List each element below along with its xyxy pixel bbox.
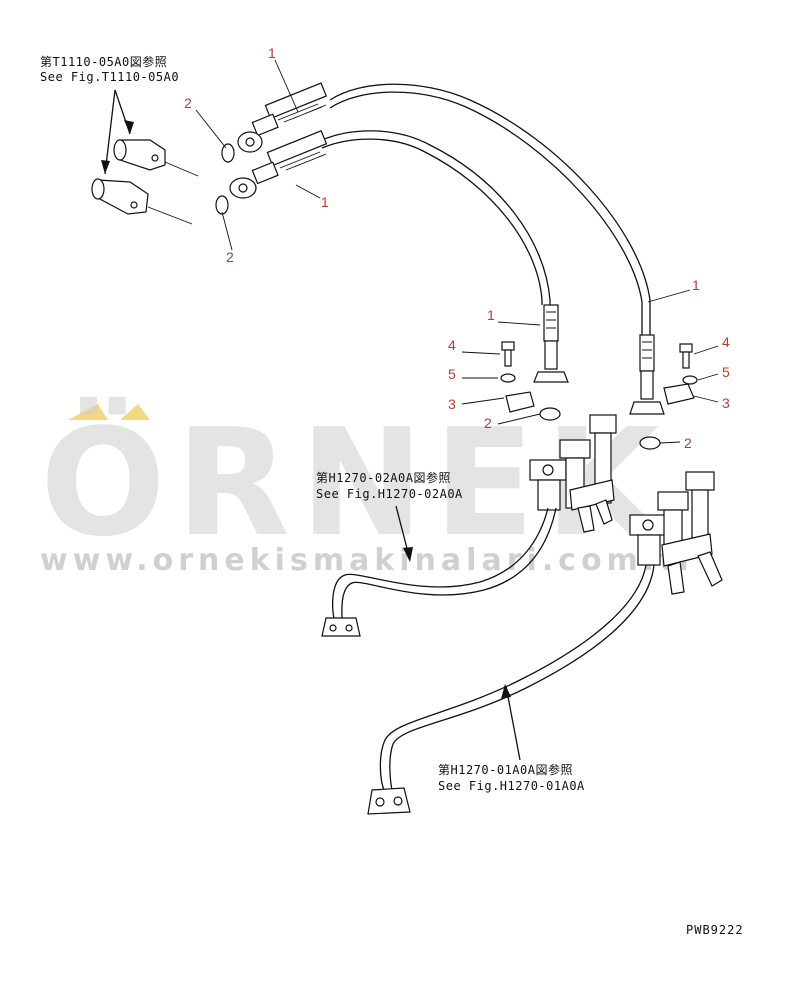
- callout-2-lower-left: 2: [226, 249, 234, 265]
- callout-1-vertical-right: 1: [692, 277, 700, 293]
- fitting-lower: [229, 130, 328, 199]
- leader-lines: [195, 59, 719, 444]
- reference-top-left-jp: 第T1110-05A0図参照: [40, 54, 167, 69]
- washer-left: [500, 373, 516, 383]
- bolt-left: [501, 341, 515, 367]
- callout-1-top: 1: [268, 45, 276, 61]
- pipe-end-lower: [91, 178, 193, 225]
- callout-4-left: 4: [448, 337, 456, 353]
- ref-arrow-b-head: [101, 160, 110, 174]
- hose-outer: [329, 83, 651, 335]
- o-ring-lower: [215, 195, 229, 215]
- hose-inner-inner: [321, 138, 543, 305]
- callout-1-vertical-left: 1: [487, 307, 495, 323]
- reference-middle-jp: 第H1270-02A0A図参照: [316, 470, 451, 485]
- callout-3-left: 3: [448, 396, 456, 412]
- callout-3-right: 3: [722, 395, 730, 411]
- hose-outer-inner: [329, 91, 643, 335]
- callout-2-upper-left: 2: [184, 95, 192, 111]
- reference-bottom-en: See Fig.H1270-01A0A: [438, 779, 585, 793]
- callout-5-right: 5: [722, 364, 730, 380]
- reference-middle-en: See Fig.H1270-02A0A: [316, 487, 463, 501]
- callout-1-hose-lower: 1: [321, 194, 329, 210]
- callout-2-mid-right: 2: [684, 435, 692, 451]
- ref-arrow-b: [104, 89, 116, 175]
- fitting-vertical-right: [629, 334, 665, 415]
- o-ring-mid-right: [639, 436, 661, 450]
- watermark-umlaut-dot-right: [120, 404, 150, 420]
- ref-arrow-mid-head: [403, 547, 413, 562]
- pipe-end-upper: [113, 139, 199, 177]
- pipe-middle: [321, 507, 557, 637]
- clamp-left: [505, 391, 535, 413]
- callout-2-mid-left: 2: [484, 415, 492, 431]
- reference-bottom: 第H1270-01A0A図参照 See Fig.H1270-01A0A: [438, 762, 585, 793]
- valve-block-left: [529, 414, 617, 533]
- fitting-vertical-left: [533, 304, 569, 383]
- ref-arrow-bottom-head: [501, 684, 511, 699]
- watermark-url: www.ornekismakinalari.com.tr: [40, 543, 698, 578]
- callout-4-right: 4: [722, 334, 730, 350]
- ref-arrow-bottom: [505, 685, 521, 761]
- valve-block-right: [629, 471, 723, 595]
- watermark-umlaut-dot-left: [68, 404, 108, 420]
- o-ring-mid-left: [539, 407, 561, 421]
- washer-right: [682, 375, 698, 385]
- reference-top-left: 第T1110-05A0図参照 See Fig.T1110-05A0: [40, 54, 179, 84]
- callouts: 1 2 1 2 1 1 4 5 3 2 4 5 3 2: [184, 45, 730, 451]
- callout-5-left: 5: [448, 366, 456, 382]
- pipe-lower: [367, 564, 655, 815]
- reference-top-left-en: See Fig.T1110-05A0: [40, 70, 179, 84]
- clamp-right: [663, 383, 695, 405]
- ref-arrow-a-head: [124, 120, 134, 134]
- hoses: [321, 83, 651, 335]
- o-ring-upper: [221, 143, 235, 163]
- drawing-code: PWB9222: [686, 923, 744, 937]
- reference-bottom-jp: 第H1270-01A0A図参照: [438, 762, 573, 777]
- hose-inner: [321, 130, 551, 305]
- reference-middle: 第H1270-02A0A図参照 See Fig.H1270-02A0A: [316, 470, 463, 501]
- bolt-right: [679, 343, 693, 369]
